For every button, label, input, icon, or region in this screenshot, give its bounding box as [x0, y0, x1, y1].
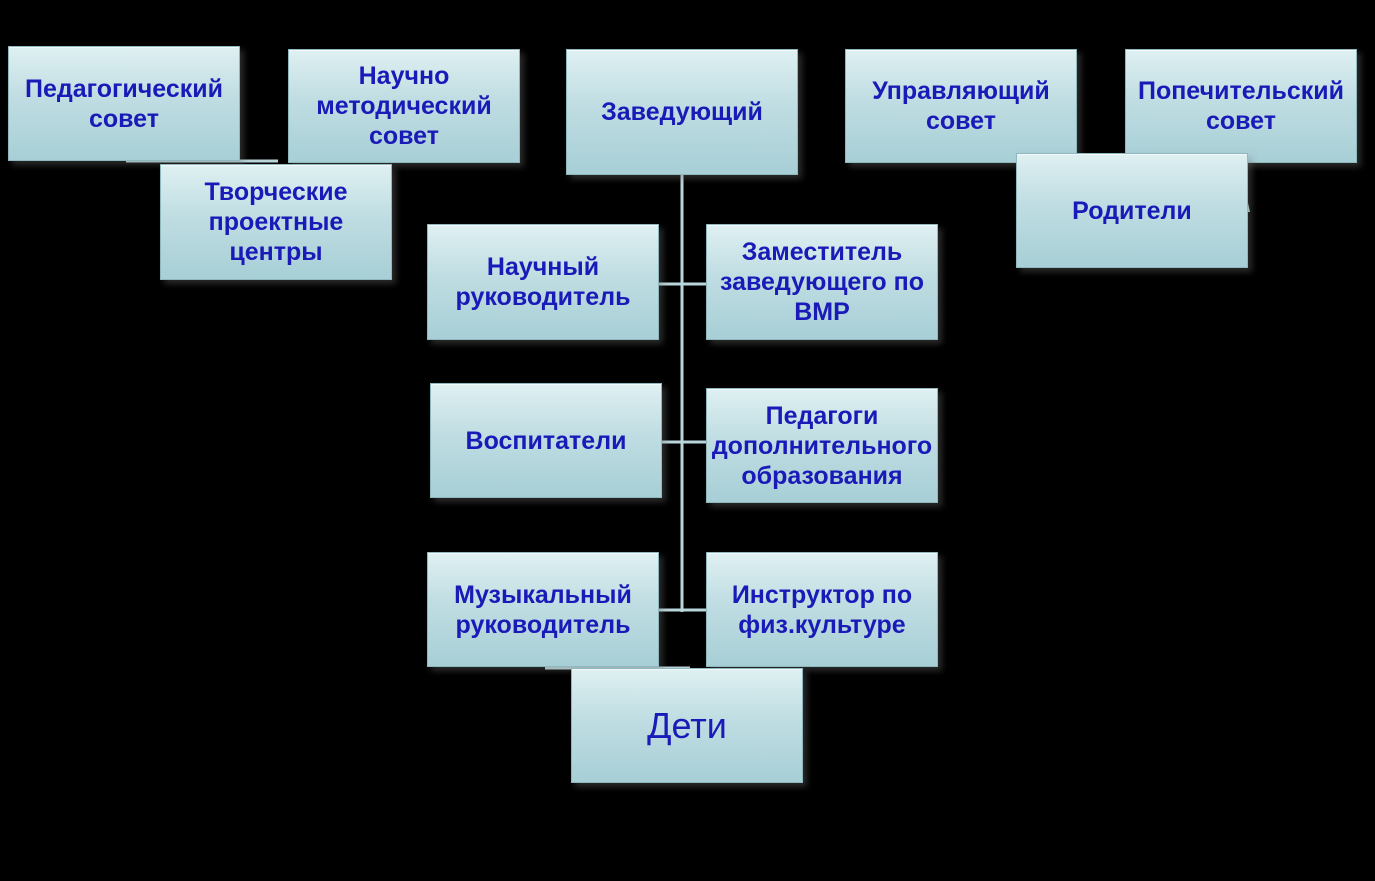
- node-pedagogical-council: Педагогический совет: [8, 46, 240, 161]
- node-scientific-supervisor: Научный руководитель: [427, 224, 659, 340]
- node-deputy-head: Заместитель заведующего по ВМР: [706, 224, 938, 340]
- node-children: Дети: [571, 668, 803, 783]
- node-pe-instructor: Инструктор по физ.культуре: [706, 552, 938, 667]
- node-educators: Воспитатели: [430, 383, 662, 498]
- node-additional-education-teachers: Педагоги дополнительного образования: [706, 388, 938, 503]
- node-board-of-trustees: Попечительский совет: [1125, 49, 1357, 163]
- node-managing-council: Управляющий совет: [845, 49, 1077, 163]
- node-music-director: Музыкальный руководитель: [427, 552, 659, 667]
- node-creative-project-centers: Творческие проектные центры: [160, 164, 392, 280]
- node-head: Заведующий: [566, 49, 798, 175]
- node-parents: Родители: [1016, 153, 1248, 268]
- node-scientific-methodical-council: Научно методический совет: [288, 49, 520, 163]
